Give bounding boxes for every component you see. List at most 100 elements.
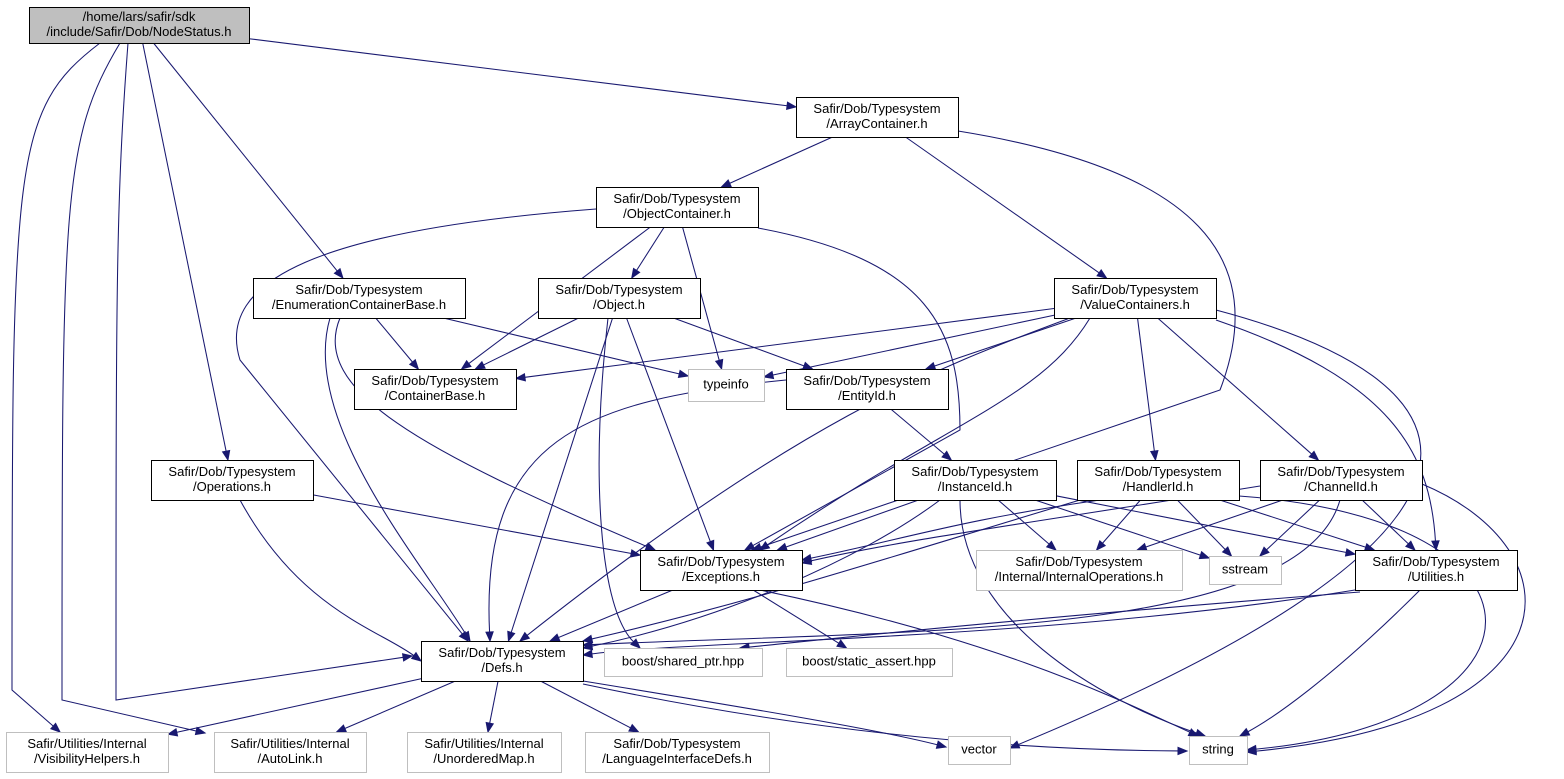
edge-utilities-to-sharedptr-line: [747, 591, 1361, 648]
node-string-box: [1189, 736, 1248, 765]
node-arraycontainer[interactable]: Safir/Dob/Typesystem/ArrayContainer.h: [796, 97, 959, 138]
edge-objectcontainer-to-typeinfo-arrowhead: [714, 358, 724, 371]
edge-channelid-to-sstream-line: [1265, 499, 1321, 551]
edge-instanceid-to-internalops-line: [997, 499, 1051, 546]
node-nodestatus-box: [29, 7, 250, 44]
edge-exceptions-to-defs: [548, 589, 674, 642]
node-sstream-label-line-0: sstream: [1222, 562, 1268, 577]
node-nodestatus-label-line-1: /include/Safir/Dob/NodeStatus.h: [47, 24, 232, 39]
edge-exceptions-to-defs-line: [557, 589, 674, 639]
edge-instanceid-to-sstream-line: [1034, 499, 1202, 556]
node-visibilityhelpers-label-line-1: /VisibilityHelpers.h: [34, 751, 140, 766]
edge-instanceid-to-internalops: [997, 499, 1057, 551]
edge-operations-to-defs: [239, 499, 423, 662]
node-vector-box: [948, 736, 1011, 765]
edge-exceptions-to-staticassert-line: [752, 589, 840, 645]
node-operations[interactable]: Safir/Dob/Typesystem/Operations.h: [151, 460, 314, 501]
node-objectcontainer[interactable]: Safir/Dob/Typesystem/ObjectContainer.h: [596, 187, 759, 228]
edge-object-to-exceptions-arrowhead: [706, 539, 715, 552]
edge-object-to-entityid-line: [673, 317, 806, 367]
node-utilities-label-line-1: /Utilities.h: [1408, 569, 1464, 584]
edge-arraycontainer-to-valuecontainers-line: [905, 136, 1101, 274]
node-languageinterfacedefs-box: [585, 732, 770, 773]
edge-channelid-to-string-arrowhead: [1245, 746, 1257, 756]
edge-enumcontainerbase-to-containerbase-arrowhead: [408, 358, 420, 371]
edge-valuecontainers-to-handlerid-line: [1137, 317, 1155, 453]
node-arraycontainer-label-line-0: Safir/Dob/Typesystem: [813, 101, 940, 116]
edge-channelid-to-defs-line: [590, 499, 1341, 646]
edge-handlerid-to-internalops-line: [1101, 499, 1141, 545]
edge-channelid-to-internalops: [1135, 499, 1283, 552]
edge-defs-to-languageinterfacedefs-arrowhead: [628, 723, 640, 733]
node-internalops-box: [976, 550, 1183, 591]
edge-defs-to-visibilityhelpers: [166, 678, 422, 737]
edge-valuecontainers-to-entityid-arrowhead: [924, 361, 937, 371]
node-containerbase[interactable]: Safir/Dob/Typesystem/ContainerBase.h: [354, 369, 517, 410]
node-unorderedmap-box: [407, 732, 562, 773]
edge-nodestatus-to-visibilityhelpers: [11, 42, 101, 733]
edge-channelid-to-string-line: [1254, 483, 1526, 752]
node-exceptions[interactable]: Safir/Dob/Typesystem/Exceptions.h: [640, 550, 803, 591]
edge-handlerid-to-exceptions-line: [809, 499, 1101, 559]
edge-instanceid-to-utilities-arrowhead: [1344, 548, 1357, 557]
edge-object-to-exceptions: [626, 317, 715, 552]
edge-handlerid-to-utilities-arrowhead: [1363, 542, 1376, 552]
edge-valuecontainers-to-utilities-arrowhead: [1431, 540, 1440, 552]
edge-defs-to-autolink-line: [343, 680, 456, 730]
edge-channelid-to-sstream-arrowhead: [1258, 546, 1270, 557]
node-instanceid-label-line-0: Safir/Dob/Typesystem: [911, 464, 1038, 479]
edge-objectcontainer-to-defs-line: [235, 208, 597, 636]
edge-enumcontainerbase-to-defs: [324, 317, 471, 643]
edge-valuecontainers-to-utilities-line: [1215, 319, 1437, 543]
edge-entityid-to-instanceid: [890, 408, 953, 461]
edge-entityid-to-defs: [485, 379, 787, 643]
node-staticassert: boost/static_assert.hpp: [786, 648, 953, 677]
node-object[interactable]: Safir/Dob/Typesystem/Object.h: [538, 278, 701, 319]
edge-defs-to-vector-arrowhead: [935, 740, 948, 749]
edge-object-to-defs-arrowhead: [507, 630, 516, 643]
node-vector: vector: [948, 736, 1011, 765]
node-instanceid[interactable]: Safir/Dob/Typesystem/InstanceId.h: [894, 460, 1057, 501]
edge-nodestatus-to-operations-arrowhead: [221, 449, 231, 462]
node-entityid[interactable]: Safir/Dob/Typesystem/EntityId.h: [786, 369, 949, 410]
edge-instanceid-to-exceptions-line: [784, 499, 919, 548]
node-visibilityhelpers: Safir/Utilities/Internal/VisibilityHelpe…: [6, 732, 169, 773]
node-channelid[interactable]: Safir/Dob/Typesystem/ChannelId.h: [1260, 460, 1423, 501]
edge-object-to-containerbase-arrowhead: [474, 360, 486, 370]
edge-defs-to-unorderedmap-line: [488, 680, 499, 725]
node-handlerid[interactable]: Safir/Dob/Typesystem/HandlerId.h: [1077, 460, 1240, 501]
edge-instanceid-to-exceptions: [776, 499, 919, 551]
edge-nodestatus-to-autolink-line: [61, 42, 198, 732]
node-channelid-label-line-1: /ChannelId.h: [1304, 479, 1378, 494]
edge-defs-to-vector: [582, 680, 948, 749]
edge-exceptions-to-string-line: [759, 589, 1191, 734]
node-defs[interactable]: Safir/Dob/Typesystem/Defs.h: [421, 641, 584, 682]
edge-operations-to-defs-arrowhead: [410, 651, 423, 662]
edge-objectcontainer-to-exceptions-arrowhead: [743, 541, 756, 551]
edge-valuecontainers-to-handlerid-arrowhead: [1149, 450, 1159, 462]
node-objectcontainer-label-line-1: /ObjectContainer.h: [623, 206, 731, 221]
node-enumcontainerbase-label-line-1: /EnumerationContainerBase.h: [272, 297, 446, 312]
edge-instanceid-to-exceptions-arrowhead: [776, 542, 788, 551]
node-defs-box: [421, 641, 584, 682]
edge-nodestatus-to-enumcontainerbase-arrowhead: [333, 267, 344, 280]
node-operations-label-line-0: Safir/Dob/Typesystem: [168, 464, 295, 479]
edge-nodestatus-to-defs-arrowhead: [401, 653, 414, 662]
node-autolink-label-line-1: /AutoLink.h: [257, 751, 322, 766]
edge-valuecontainers-to-containerbase-arrowhead: [514, 372, 526, 382]
node-utilities[interactable]: Safir/Dob/Typesystem/Utilities.h: [1355, 550, 1518, 591]
edge-enumcontainerbase-to-exceptions: [334, 317, 657, 551]
edge-valuecontainers-to-channelid-line: [1157, 317, 1313, 456]
edge-handlerid-to-sstream-arrowhead: [1221, 546, 1233, 557]
edge-objectcontainer-to-object: [631, 226, 665, 280]
node-enumcontainerbase[interactable]: Safir/Dob/Typesystem/EnumerationContaine…: [253, 278, 466, 319]
edge-nodestatus-to-arraycontainer-arrowhead: [786, 101, 798, 111]
edge-instanceid-to-string: [959, 499, 1207, 738]
edge-enumcontainerbase-to-typeinfo-line: [443, 317, 681, 375]
node-valuecontainers-box: [1054, 278, 1217, 319]
node-autolink: Safir/Utilities/Internal/AutoLink.h: [214, 732, 367, 773]
node-valuecontainers[interactable]: Safir/Dob/Typesystem/ValueContainers.h: [1054, 278, 1217, 319]
edge-valuecontainers-to-containerbase: [514, 308, 1055, 382]
edge-object-to-containerbase-line: [482, 317, 579, 366]
